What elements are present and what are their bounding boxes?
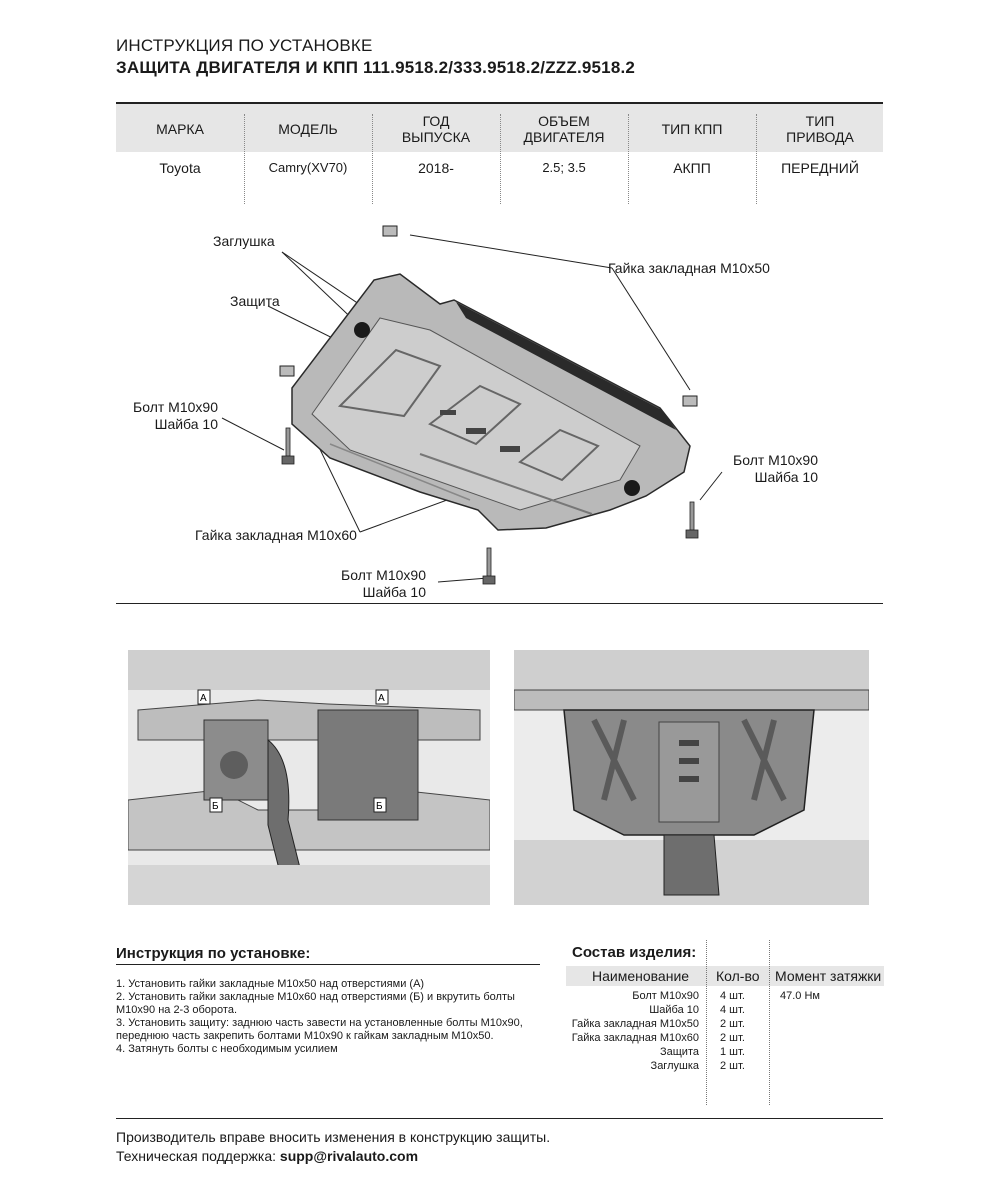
spec-header-year: ГОД ВЫПУСКА <box>401 113 471 145</box>
composition-table: Состав изделия: Наименование Кол-во Моме… <box>566 940 884 1105</box>
instruction-step: 4. Затянуть болты с необходимым усилием <box>116 1043 338 1055</box>
instruction-step: 1. Установить гайки закладные М10х50 над… <box>116 978 425 990</box>
label-bolt-bottom-bolt: Болт М10х90 <box>341 567 426 583</box>
spec-value-engine: 2.5; 3.5 <box>542 160 586 175</box>
spec-header-model: МОДЕЛЬ <box>278 121 338 137</box>
composition-header-band <box>566 966 884 986</box>
composition-row-qty: 2 шт. <box>720 1060 745 1072</box>
label-bolt-bottom: Болт М10х90 Шайба 10 <box>326 567 426 601</box>
nut-m10x60-left <box>279 365 295 377</box>
spec-header-drive: ТИП ПРИВОДА <box>786 113 854 145</box>
spec-separator <box>372 114 373 204</box>
spec-value-model: Camry(XV70) <box>268 160 348 175</box>
instruction-step: 2. Установить гайки закладные М10х60 над… <box>116 991 515 1003</box>
spec-header-engine: ОБЪЕМ ДВИГАТЕЛЯ <box>523 113 605 145</box>
composition-col-qty: Кол-во <box>716 968 760 984</box>
composition-row-name: Гайка закладная М10х50 <box>571 1018 699 1030</box>
nut-m10x50-top <box>382 225 398 237</box>
footer-disclaimer: Производитель вправе вносить изменения в… <box>116 1129 551 1145</box>
support-email-link[interactable]: supp@rivalauto.com <box>279 1148 419 1164</box>
label-bolt-right-washer: Шайба 10 <box>754 469 818 485</box>
nut-m10x50-right <box>682 395 698 407</box>
bolt-bottom <box>482 547 496 585</box>
composition-row-qty: 4 шт. <box>720 1004 745 1016</box>
instructions-steps: 1. Установить гайки закладные М10х50 над… <box>116 978 546 1056</box>
exploded-diagram <box>221 225 723 585</box>
composition-row-name: Гайка закладная М10х60 <box>571 1032 699 1044</box>
footer-rule <box>116 1118 883 1119</box>
footer: Производитель вправе вносить изменения в… <box>116 1128 550 1166</box>
label-nut-m10x60: Гайка закладная М10х60 <box>195 527 357 543</box>
spec-separator <box>756 114 757 204</box>
support-label: Техническая поддержка: <box>116 1148 277 1164</box>
composition-row-qty: 1 шт. <box>720 1046 745 1058</box>
photo-after-install <box>514 650 869 905</box>
label-bolt-right-bolt: Болт М10х90 <box>733 452 818 468</box>
composition-row-name: Заглушка <box>650 1060 699 1072</box>
spec-value-year: 2018- <box>418 160 454 176</box>
label-bolt-right: Болт М10х90 Шайба 10 <box>718 452 818 486</box>
spec-separator <box>628 114 629 204</box>
spec-value-drive: ПЕРЕДНИЙ <box>781 160 859 176</box>
label-bolt-left: Болт М10х90 Шайба 10 <box>118 399 218 433</box>
composition-row-name: Шайба 10 <box>649 1004 699 1016</box>
photo-before-install: А А Б Б <box>128 650 490 905</box>
instructions-heading: Инструкция по установке: <box>116 945 311 962</box>
composition-row-name: Болт М10х90 <box>632 990 699 1002</box>
label-bolt-left-washer: Шайба 10 <box>154 416 218 432</box>
spec-value-gearbox: АКПП <box>673 160 711 176</box>
spec-value-brand: Toyota <box>159 160 201 176</box>
label-bolt-left-bolt: Болт М10х90 <box>133 399 218 415</box>
instruction-step: переднюю часть закрепить болтами М10х90 … <box>116 1030 494 1042</box>
spec-separator <box>500 114 501 204</box>
composition-separator <box>706 940 707 1105</box>
marker-b-left: Б <box>212 801 219 812</box>
composition-col-name: Наименование <box>592 968 690 984</box>
skid-plate-shape <box>291 273 691 531</box>
bolt-left <box>281 427 295 465</box>
footer-support: Техническая поддержка: supp@rivalauto.co… <box>116 1147 550 1166</box>
composition-separator <box>769 940 770 1105</box>
composition-row-torque: 47.0 Нм <box>780 990 820 1002</box>
bolt-right <box>685 501 699 539</box>
diagram-rule <box>116 603 883 604</box>
instruction-step: 3. Установить защиту: заднюю часть завес… <box>116 1017 523 1029</box>
composition-col-torque: Момент затяжки <box>775 968 882 984</box>
composition-row-qty: 2 шт. <box>720 1032 745 1044</box>
spec-header-brand: МАРКА <box>156 121 204 137</box>
label-nut-m10x50: Гайка закладная М10х50 <box>608 260 770 276</box>
label-shield: Защита <box>230 293 280 309</box>
title-rule <box>116 102 883 104</box>
instructions-rule <box>116 964 540 965</box>
marker-a-left: А <box>200 693 207 704</box>
spec-header-band <box>116 104 883 152</box>
instruction-step: М10х90 на 2-3 оборота. <box>116 1004 238 1016</box>
marker-a-right: А <box>378 693 385 704</box>
composition-row-name: Защита <box>660 1046 699 1058</box>
composition-row-qty: 4 шт. <box>720 990 745 1002</box>
spec-header-gearbox: ТИП КПП <box>661 121 723 137</box>
spec-table: МАРКА МОДЕЛЬ ГОД ВЫПУСКА ОБЪЕМ ДВИГАТЕЛЯ… <box>116 104 883 204</box>
label-bolt-bottom-washer: Шайба 10 <box>362 584 426 600</box>
instruction-title: ИНСТРУКЦИЯ ПО УСТАНОВКЕ <box>116 36 373 55</box>
composition-heading: Состав изделия: <box>572 944 697 961</box>
spec-separator <box>244 114 245 204</box>
marker-b-right: Б <box>376 801 383 812</box>
composition-row-qty: 2 шт. <box>720 1018 745 1030</box>
product-title: ЗАЩИТА ДВИГАТЕЛЯ И КПП 111.9518.2/333.95… <box>116 58 636 77</box>
label-plug: Заглушка <box>213 233 275 249</box>
